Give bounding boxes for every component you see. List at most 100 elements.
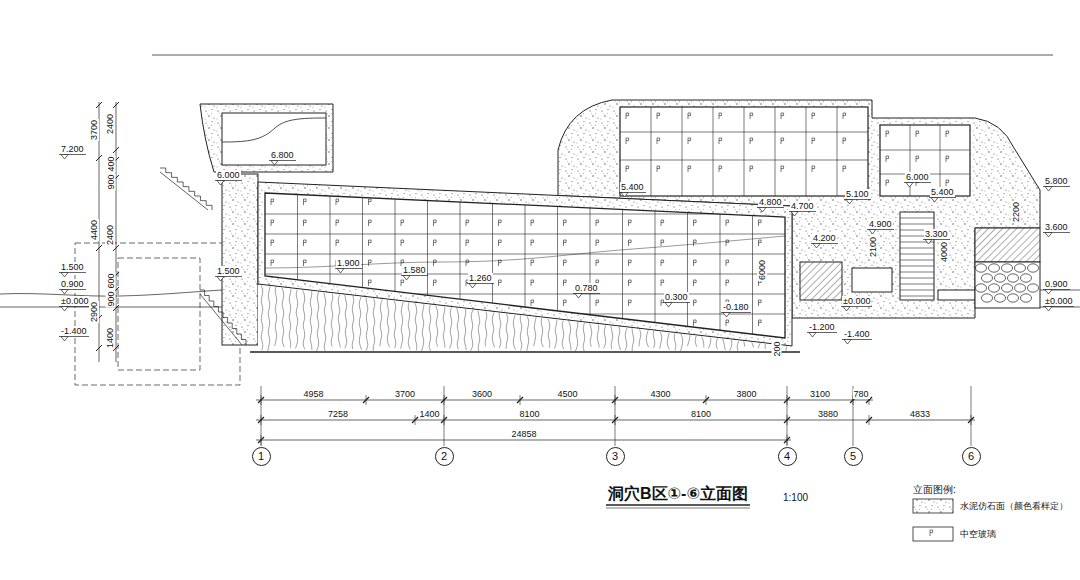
root-line	[520, 315, 522, 351]
glass-symbol	[946, 131, 949, 137]
elevation-mark: 7.200	[60, 144, 85, 154]
elevation-mark: 3.300	[924, 229, 949, 239]
rubble-stone	[982, 294, 993, 302]
glass-symbol	[596, 300, 599, 306]
glass-symbol	[781, 166, 784, 172]
elevation-mark: -1.400	[843, 329, 871, 339]
root-line	[568, 320, 570, 350]
root-line	[499, 312, 501, 348]
dimension-tick	[96, 155, 102, 161]
stair-tread	[900, 290, 934, 291]
dimension-value: 8100	[519, 409, 541, 419]
mullion	[460, 193, 461, 338]
root-line	[765, 343, 766, 349]
root-line	[534, 316, 537, 346]
root-line	[604, 324, 607, 348]
glass-symbol	[781, 113, 784, 119]
dimension-value: 3880	[817, 409, 839, 419]
generated-linework	[59, 102, 1074, 541]
dimension-value: 4400	[89, 219, 99, 241]
elevation-mark: -1.400	[60, 326, 88, 336]
rubble-stone	[1008, 294, 1019, 302]
glass-symbol	[369, 240, 372, 246]
glass-symbol	[629, 300, 632, 306]
glass-symbol	[661, 280, 664, 286]
dimension-value: 900	[105, 173, 115, 190]
root-line	[737, 340, 739, 352]
glass-symbol	[499, 280, 502, 286]
stair-opening	[900, 212, 934, 300]
root-line	[310, 290, 312, 350]
glass-wall	[620, 107, 868, 196]
dimension-tick	[363, 397, 369, 403]
glass-symbol	[564, 260, 567, 266]
root-line	[625, 327, 628, 351]
glass-symbol	[759, 220, 762, 226]
dimension-value: 24858	[511, 429, 538, 439]
elevation-mark: 0.900	[1044, 279, 1069, 289]
dimension-line	[256, 440, 791, 441]
glass-symbol	[369, 280, 372, 286]
elevation-mark: 0.300	[664, 292, 689, 302]
step	[938, 290, 975, 300]
opening	[852, 268, 892, 292]
rubble-wall	[975, 262, 1040, 308]
dimension-value: 2100	[868, 236, 878, 258]
root-line	[485, 310, 487, 346]
transom	[620, 132, 868, 133]
glass-symbol	[434, 220, 437, 226]
glass-symbol	[661, 240, 664, 246]
axis-bubble: 6	[962, 447, 981, 466]
skylight-box	[222, 113, 326, 165]
axis-line	[971, 386, 972, 446]
elevation-mark: 1.500	[60, 262, 85, 272]
level-triangle	[469, 284, 476, 289]
elevation-mark: -0.180	[722, 302, 750, 312]
glass-symbol	[564, 300, 567, 306]
level-triangle	[759, 208, 766, 213]
glass-symbol	[750, 113, 753, 119]
root-line	[302, 289, 304, 349]
glass-symbol	[750, 166, 753, 172]
glass-symbol	[843, 166, 846, 172]
dimension-line	[116, 102, 117, 362]
elevation-mark: 6.000	[216, 170, 241, 180]
dimension-value: 400	[105, 155, 115, 172]
glass-symbol	[750, 138, 753, 144]
dimension-value: 4500	[557, 389, 579, 399]
level-triangle	[844, 340, 851, 345]
note: 1:100	[782, 492, 809, 504]
stair-tread	[900, 278, 934, 279]
root-line	[373, 297, 375, 351]
level-triangle	[869, 230, 876, 235]
stair-tread	[900, 272, 934, 273]
transom	[620, 160, 868, 161]
soil-roots	[261, 284, 787, 352]
root-line	[275, 286, 277, 346]
glass-wall	[880, 125, 970, 196]
mullion	[837, 107, 838, 196]
glass-symbol	[694, 280, 697, 286]
glass-symbol	[629, 220, 632, 226]
root-line	[632, 328, 634, 352]
dimension-tick	[96, 345, 102, 351]
elevation-mark: 1.900	[336, 258, 361, 268]
dimension-value: 780	[853, 389, 870, 399]
root-line	[547, 318, 549, 348]
glass-symbol	[531, 280, 534, 286]
stair-tread	[900, 296, 934, 297]
terrain-line	[222, 118, 326, 142]
level-triangle	[61, 155, 68, 160]
glass-grid	[880, 125, 970, 196]
root-line	[387, 299, 389, 347]
dimension-value: 4000	[939, 241, 949, 263]
glass-symbol	[688, 138, 691, 144]
root-line	[701, 336, 703, 348]
dimension-value: 900	[105, 290, 115, 307]
transom	[265, 314, 785, 315]
mullion	[720, 193, 721, 338]
glass-symbol	[499, 260, 502, 266]
root-line	[513, 314, 515, 350]
hidden-outline	[75, 243, 240, 385]
root-line	[380, 298, 383, 346]
